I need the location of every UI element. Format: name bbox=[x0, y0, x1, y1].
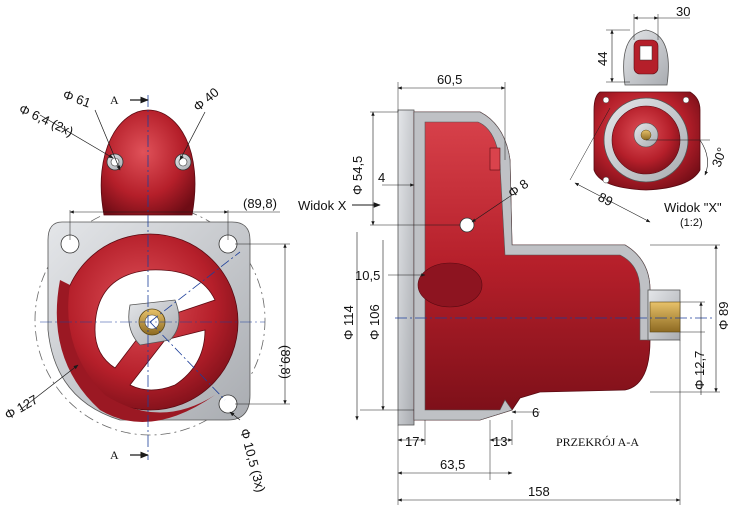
dim-d61: Φ 61 bbox=[61, 87, 93, 111]
dim-17: 17 bbox=[405, 434, 419, 449]
dim-d12-7: Φ 12,7 bbox=[692, 351, 707, 390]
section-view: 60,5 Φ 54,5 4 Widok X Φ 8 10,5 Φ 114 Φ 1… bbox=[298, 72, 731, 505]
dim-4: 4 bbox=[378, 170, 385, 185]
dim-d127: Φ 127 bbox=[2, 392, 40, 423]
dim-30: 30 bbox=[676, 4, 690, 19]
dim-d106: Φ 106 bbox=[367, 304, 382, 340]
dim-hole-small: Φ 6,4 (2x) bbox=[17, 101, 76, 139]
detail-view-x: 30 44 89 30° Widok "X" (1:2) bbox=[569, 4, 730, 229]
housing-skirt bbox=[56, 280, 216, 422]
section-flange bbox=[397, 109, 415, 426]
section-cut bbox=[413, 111, 651, 421]
dim-d54-5: Φ 54,5 bbox=[350, 156, 365, 195]
dim-158: 158 bbox=[528, 484, 550, 499]
hole-d8 bbox=[459, 217, 475, 233]
dim-d89: Φ 89 bbox=[716, 302, 731, 330]
dim-d40: Φ 40 bbox=[190, 85, 221, 115]
dim-63-5: 63,5 bbox=[440, 457, 465, 472]
dim-d114: Φ 114 bbox=[341, 305, 356, 340]
dim-30-deg: 30° bbox=[709, 145, 730, 169]
dim-13: 13 bbox=[493, 434, 507, 449]
dim-89-detail: 89 bbox=[596, 189, 616, 209]
dim-hole-large: Φ 10,5 (3x) bbox=[237, 427, 268, 494]
hole-large-3 bbox=[218, 394, 238, 414]
front-view: A A Φ 6,4 (2x) Φ 61 Φ 40 (89,8) (89,8) Φ… bbox=[2, 85, 293, 494]
view-x-label: Widok X bbox=[298, 198, 347, 213]
dim-width-ref: (89,8) bbox=[243, 196, 277, 211]
detail-title: Widok "X" bbox=[664, 200, 722, 215]
dim-60-5: 60,5 bbox=[437, 72, 462, 87]
dim-height-ref: (89,8) bbox=[278, 345, 293, 379]
bushing-section bbox=[649, 301, 681, 333]
section-title: PRZEKRÓJ A-A bbox=[556, 435, 639, 449]
dim-44: 44 bbox=[595, 52, 610, 66]
section-mark-top: A bbox=[110, 93, 119, 107]
dim-6: 6 bbox=[532, 405, 539, 420]
dim-10-5: 10,5 bbox=[355, 268, 380, 283]
section-mark-bottom: A bbox=[110, 448, 119, 462]
detail-scale: (1:2) bbox=[680, 217, 703, 229]
opening-lower bbox=[129, 329, 206, 391]
